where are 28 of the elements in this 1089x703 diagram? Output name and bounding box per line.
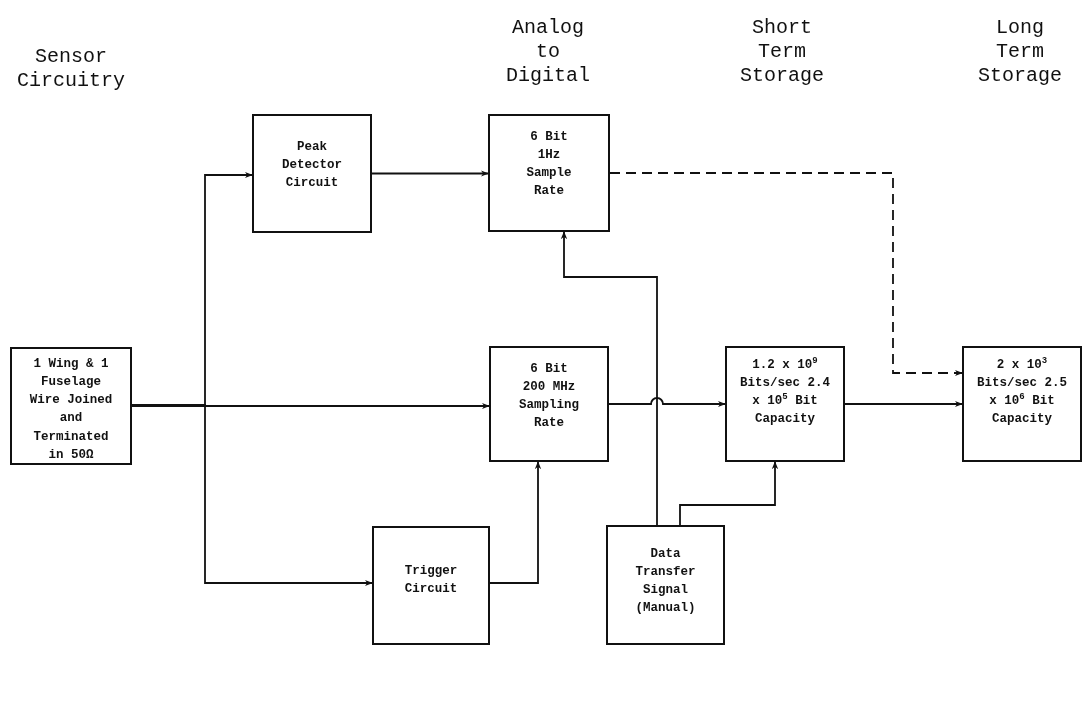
block-label: Peak Detector Circuit — [282, 139, 342, 193]
block-box — [606, 525, 725, 645]
block-box — [489, 346, 609, 462]
connector-arrow — [844, 400, 963, 408]
block-box — [372, 526, 490, 645]
block-box — [962, 346, 1082, 462]
block-box — [252, 114, 372, 233]
connector-arrow — [560, 231, 658, 526]
connector-arrow — [679, 461, 779, 526]
column-heading: Analog to Digital — [505, 16, 591, 88]
connector-arrow — [608, 397, 726, 408]
block-box — [488, 114, 610, 232]
block-label: 6 Bit 1Hz Sample Rate — [525, 129, 573, 201]
column-heading: Sensor Circuitry — [16, 45, 126, 93]
connector-arrow — [489, 461, 542, 584]
column-heading: Long Term Storage — [977, 16, 1063, 88]
block-label: 1.2 x 10$^{9}$ Bits/sec 2.4 x 10$^{5}$ Bit Capacity — [740, 356, 830, 429]
connector-arrow — [131, 402, 490, 410]
column-heading: Short Term Storage — [739, 16, 825, 88]
block-label: 1 Wing & 1 Fuselage Wire Joined and Terminated in 50Ω — [29, 356, 113, 464]
block-label: 2 x 10$^{3}$ Bits/sec 2.5 x 10$^{6}$ Bit Capacity — [977, 356, 1067, 429]
block-box — [725, 346, 845, 462]
block-label: Data Transfer Signal (Manual) — [635, 546, 696, 618]
block-label: Trigger Circuit — [403, 563, 459, 599]
block-box — [10, 347, 132, 465]
connector-arrow — [371, 170, 489, 177]
block-label: 6 Bit 200 MHz Sampling Rate — [519, 361, 579, 433]
connector-arrow — [609, 172, 963, 377]
